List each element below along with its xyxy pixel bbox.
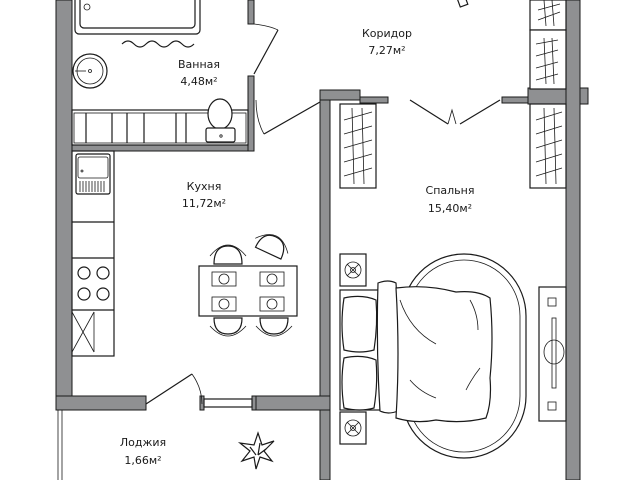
sink-icon (72, 53, 108, 89)
pillow-icon (341, 355, 378, 411)
nightstand-icon (339, 253, 367, 287)
wall-kitchen-bottom-right (255, 395, 331, 411)
wardrobe-icon (529, 0, 567, 90)
wall-bedroom-top-right-2 (501, 96, 531, 104)
chair-icon (255, 317, 293, 337)
loggia-door[interactable] (145, 373, 193, 405)
wall-bath-right-bottom (247, 75, 255, 152)
window (203, 398, 253, 408)
room-name-kitchen: Кухня (187, 180, 222, 193)
room-area-bathroom: 4,48м² (180, 75, 217, 88)
walls (55, 0, 589, 480)
loggia (57, 373, 275, 480)
bed-icon (339, 280, 493, 423)
wall-bath-kitchen (71, 144, 253, 152)
blanket-icon (395, 286, 493, 423)
bedroom-double-door[interactable] (409, 99, 501, 125)
room-area-kitchen: 11,72м² (182, 197, 226, 210)
entrance-door[interactable] (456, 0, 469, 8)
room-name-bedroom: Спальня (426, 184, 475, 197)
wall-bedroom-top-left-2 (359, 96, 389, 104)
dining-table-icon (198, 265, 298, 317)
room-area-bedroom: 15,40м² (428, 202, 472, 215)
bathroom-door[interactable] (253, 29, 279, 75)
kitchen-fixtures (71, 150, 298, 357)
bath-mat (121, 40, 195, 48)
kitchen-sink-icon (75, 153, 111, 195)
wall-kitchen-bottom-left (55, 395, 147, 411)
plant-icon (237, 431, 275, 470)
pillow-icon (341, 295, 378, 353)
toilet-icon (205, 98, 236, 143)
wardrobe-icon (339, 103, 377, 189)
room-name-corridor: Коридор (362, 27, 412, 40)
chair-icon (209, 244, 247, 265)
wardrobe-icon (529, 103, 567, 189)
dishwasher-icon (71, 311, 95, 353)
room-area-corridor: 7,27м² (368, 44, 405, 57)
chair-icon (254, 234, 289, 260)
window-jamb-right (251, 395, 257, 411)
bedroom-fixtures (339, 103, 567, 459)
blanket-fold (376, 280, 400, 414)
wall-bath-right-top (247, 0, 255, 25)
room-name-loggia: Лоджия (120, 436, 166, 449)
bathroom-fixtures (71, 0, 279, 146)
wall-kitchen-bedroom (319, 89, 331, 480)
chair-icon (209, 317, 247, 337)
wall-left-outer (55, 0, 73, 411)
stove-icon (77, 266, 110, 301)
wall-right-outer (565, 0, 581, 480)
room-labels: Ванная 4,48м² Коридор 7,27м² Кухня 11,72… (120, 27, 475, 467)
tv-stand-icon (538, 286, 567, 422)
corridor-fixtures (255, 0, 567, 135)
room-name-bathroom: Ванная (178, 58, 220, 71)
wall-bedroom-top-left (319, 89, 361, 101)
bathtub-icon (74, 0, 201, 35)
room-area-loggia: 1,66м² (124, 454, 161, 467)
nightstand-icon (339, 411, 367, 445)
kitchen-door[interactable] (263, 101, 321, 135)
